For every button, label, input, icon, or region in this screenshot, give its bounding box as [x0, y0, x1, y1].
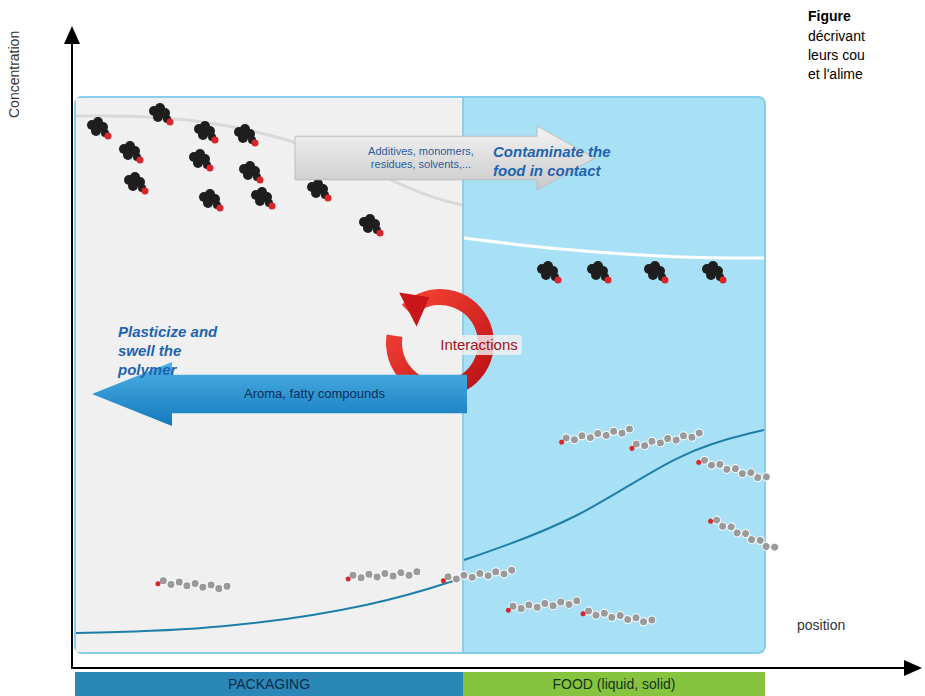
food-aroma-curve: [464, 430, 764, 560]
additive-molecule: [119, 141, 144, 164]
additive-molecule: [537, 261, 562, 284]
node-text: FOOD (liquid, solid): [553, 676, 676, 693]
additive-molecule: [149, 103, 174, 126]
caption-fragment: leurs cou: [808, 47, 865, 65]
additive-molecule: [87, 117, 112, 140]
axis-title: position: [797, 617, 845, 635]
additive-molecule: [124, 172, 149, 195]
additive-molecule: [702, 261, 727, 284]
additive-molecule: [234, 124, 259, 147]
aroma-molecule: [695, 454, 771, 484]
additive-molecule: [194, 121, 219, 144]
aroma-molecule: [707, 513, 780, 555]
aroma-molecule: [440, 566, 516, 585]
caption-fragment: Figure: [808, 8, 851, 26]
node-text: Aroma, fatty compounds: [244, 386, 385, 402]
aroma-molecule: [580, 606, 656, 627]
additive-molecule: [239, 161, 264, 184]
aroma-molecule: [505, 596, 581, 614]
x-axis-arrowhead: [904, 660, 922, 676]
x-axis: [71, 667, 905, 669]
additive-molecule: [359, 214, 384, 237]
food-region: [75, 97, 765, 653]
aroma-molecule: [345, 568, 421, 583]
additive-molecule: [251, 187, 276, 210]
aroma-molecule: [558, 425, 634, 446]
effect-label: Plasticize and swell the polymer: [118, 323, 238, 379]
additive-molecule: [307, 179, 332, 202]
aroma-molecule: [628, 428, 704, 452]
additive-molecule: [189, 149, 214, 172]
food-concentration-curve: [464, 238, 764, 258]
effect-label: Contaminate the food in contact: [493, 143, 643, 181]
node-text: Interactions: [436, 335, 522, 355]
axis-title: Concentration: [6, 31, 24, 118]
caption-fragment: et l'alime: [808, 66, 863, 84]
additive-molecule: [644, 261, 669, 284]
node-text: Additives, monomers, residues, solvents,…: [346, 145, 496, 171]
y-axis-arrowhead: [64, 26, 80, 44]
food-band: FOOD (liquid, solid): [463, 672, 765, 696]
additive-molecule: [199, 189, 224, 212]
packaging-band: PACKAGING: [75, 672, 463, 696]
y-axis: [71, 40, 73, 669]
additive-molecule: [587, 261, 612, 284]
caption-fragment: décrivant: [808, 28, 865, 46]
node-text: PACKAGING: [228, 676, 310, 693]
packaging-aroma-curve: [76, 578, 462, 633]
aroma-molecule: [155, 576, 231, 594]
